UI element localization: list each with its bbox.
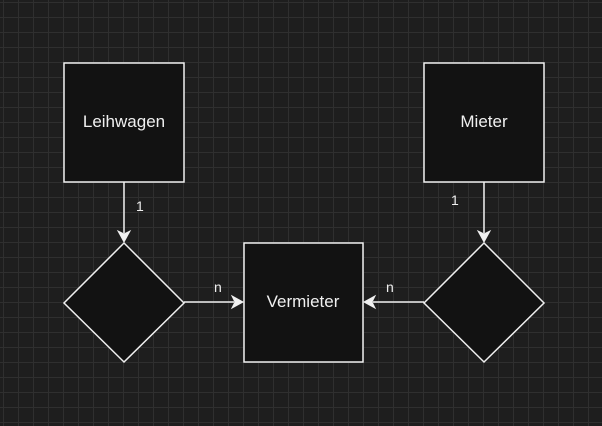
entity-label-mieter: Mieter: [460, 112, 508, 131]
relationship-diamond-left[interactable]: [62, 241, 186, 364]
entity-leihwagen[interactable]: [63, 62, 185, 183]
relationship-diamond-right[interactable]: [422, 241, 546, 364]
entity-vermieter[interactable]: [243, 242, 364, 363]
arrowhead-down-right: [476, 229, 492, 244]
arrowhead-down-left: [116, 229, 132, 244]
arrowhead-left: [362, 294, 377, 310]
cardinality-label-left-vermieter: n: [214, 279, 222, 295]
cardinality-label-mieter: 1: [451, 192, 459, 208]
arrowhead-right: [230, 294, 245, 310]
entity-label-vermieter: Vermieter: [267, 292, 340, 311]
cardinality-label-leihwagen: 1: [136, 198, 144, 214]
entity-label-leihwagen: Leihwagen: [83, 112, 165, 131]
cardinality-label-right-vermieter: n: [386, 279, 394, 295]
entity-mieter[interactable]: [423, 62, 545, 183]
